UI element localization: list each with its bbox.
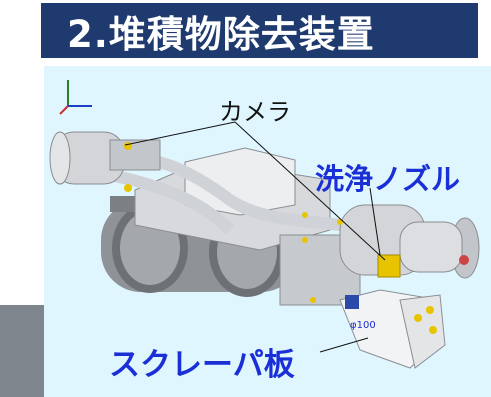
nozzle-unit <box>339 204 480 279</box>
title-bar: 2.堆積物除去装置 <box>41 3 478 58</box>
scraper-blade <box>339 289 446 369</box>
scraper-label: スクレーパ板 <box>109 347 295 383</box>
page-title: 2.堆積物除去装置 <box>67 12 375 56</box>
bolts <box>125 185 343 303</box>
dimension-label: φ100 <box>350 320 376 331</box>
nozzle-label: 洗浄ノズル <box>315 162 461 196</box>
leader-lines <box>124 121 386 353</box>
camera-label: カメラ <box>219 98 291 126</box>
axis-icon <box>59 80 92 115</box>
camera-unit <box>49 131 161 192</box>
background-strip-left <box>0 305 44 397</box>
